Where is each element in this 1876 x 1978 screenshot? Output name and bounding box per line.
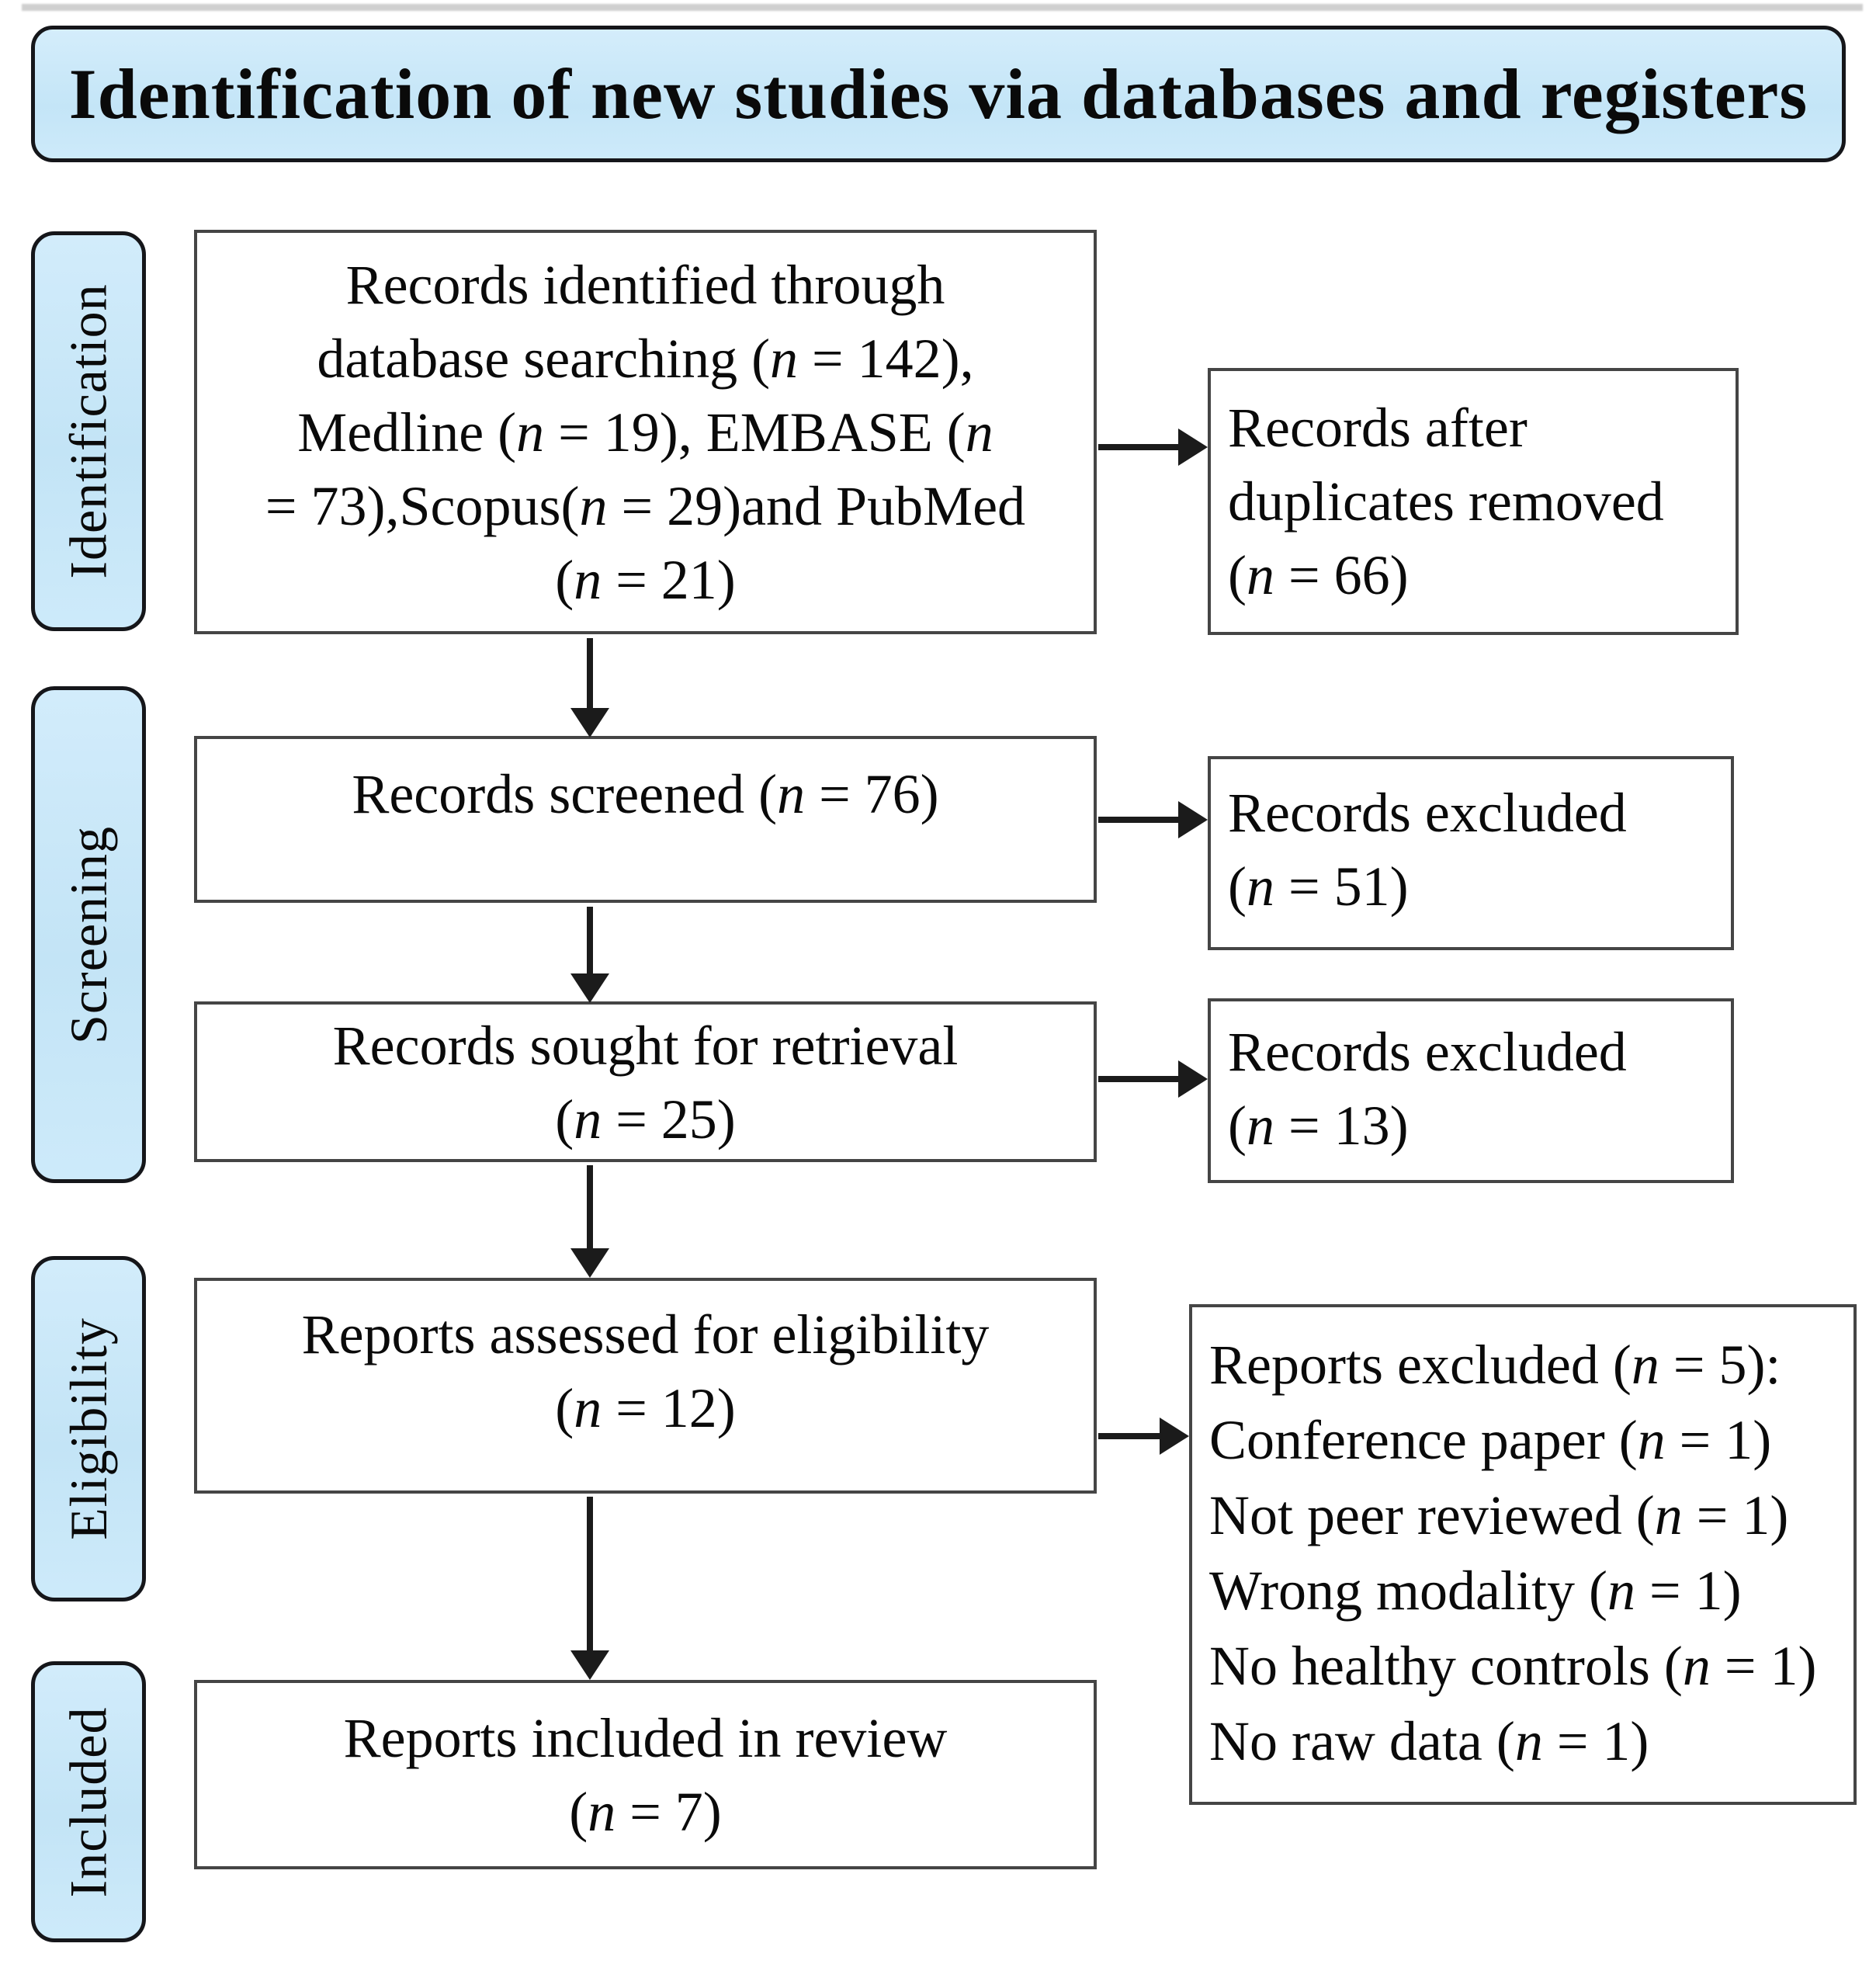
box-reports-assessed: Reports assessed for eligibility (n = 12… — [194, 1278, 1097, 1494]
box-line: Reports included in review — [343, 1707, 948, 1769]
arrow-down-retrieval-to-assessed — [587, 1165, 593, 1248]
arrowhead-right-icon — [1178, 429, 1208, 466]
box-line: Records screened (n = 76) — [352, 763, 939, 825]
stage-label-identification: Identification — [31, 231, 146, 631]
box-line: (n = 51) — [1228, 855, 1409, 918]
arrow-down-screened-to-retrieval — [587, 907, 593, 973]
stage-label-eligibility: Eligibility — [31, 1256, 146, 1601]
stage-label-screening: Screening — [31, 686, 146, 1183]
arrowhead-down-icon — [570, 973, 609, 1003]
box-line: Wrong modality (n = 1) — [1209, 1560, 1742, 1622]
box-line: Medline (n = 19), EMBASE (n — [297, 401, 993, 463]
box-records-excluded-retrieval: Records excluded (n = 13) — [1208, 998, 1734, 1183]
stage-label-text: Eligibility — [58, 1317, 118, 1540]
box-line: Records excluded — [1228, 782, 1627, 844]
box-line: Reports excluded (n = 5): — [1209, 1334, 1781, 1396]
box-line: No healthy controls (n = 1) — [1209, 1635, 1817, 1697]
stage-label-included: Included — [31, 1661, 146, 1942]
box-line: Records identified through — [345, 254, 945, 316]
box-duplicates-removed: Records after duplicates removed (n = 66… — [1208, 368, 1739, 635]
box-reports-excluded: Reports excluded (n = 5): Conference pap… — [1189, 1304, 1857, 1805]
arrow-right-retrieval-to-excluded — [1098, 1076, 1178, 1082]
box-records-sought-retrieval: Records sought for retrieval (n = 25) — [194, 1001, 1097, 1162]
box-line: (n = 25) — [555, 1088, 736, 1150]
box-line: Records excluded — [1228, 1021, 1627, 1083]
box-records-excluded-screening: Records excluded (n = 51) — [1208, 756, 1734, 950]
box-records-screened: Records screened (n = 76) — [194, 736, 1097, 903]
box-line: (n = 21) — [555, 549, 736, 611]
arrowhead-right-icon — [1178, 1060, 1208, 1098]
box-line: Records sought for retrieval — [332, 1015, 959, 1077]
box-line: Not peer reviewed (n = 1) — [1209, 1484, 1789, 1546]
arrow-right-identified-to-duplicates — [1098, 444, 1178, 450]
arrowhead-down-icon — [570, 1650, 609, 1680]
arrowhead-right-icon — [1160, 1418, 1189, 1455]
arrowhead-down-icon — [570, 1248, 609, 1278]
box-line: No raw data (n = 1) — [1209, 1710, 1649, 1772]
arrow-right-screened-to-excluded — [1098, 817, 1178, 823]
box-line: (n = 66) — [1228, 544, 1409, 606]
title-banner: Identification of new studies via databa… — [31, 26, 1846, 162]
box-reports-included: Reports included in review (n = 7) — [194, 1680, 1097, 1869]
stage-label-text: Identification — [58, 283, 118, 579]
box-line: = 73),Scopus(n = 29)and PubMed — [265, 475, 1026, 537]
arrow-right-assessed-to-excluded — [1098, 1433, 1160, 1439]
box-line: Reports assessed for eligibility — [301, 1303, 990, 1366]
box-line: Records after — [1228, 397, 1528, 459]
box-line: (n = 7) — [569, 1781, 722, 1843]
box-line: database searching (n = 142), — [317, 328, 974, 390]
box-line: (n = 12) — [555, 1377, 736, 1439]
stage-label-text: Included — [58, 1706, 118, 1897]
box-line: (n = 13) — [1228, 1095, 1409, 1157]
arrow-down-identified-to-screened — [587, 638, 593, 708]
box-records-identified: Records identified through database sear… — [194, 230, 1097, 634]
arrowhead-down-icon — [570, 708, 609, 737]
stage-label-text: Screening — [58, 825, 118, 1044]
arrow-down-assessed-to-included — [587, 1497, 593, 1650]
page-title: Identification of new studies via databa… — [68, 54, 1808, 134]
arrowhead-right-icon — [1178, 801, 1208, 838]
box-line: duplicates removed — [1228, 470, 1664, 533]
top-divider-rule — [22, 4, 1863, 11]
box-line: Conference paper (n = 1) — [1209, 1409, 1772, 1471]
